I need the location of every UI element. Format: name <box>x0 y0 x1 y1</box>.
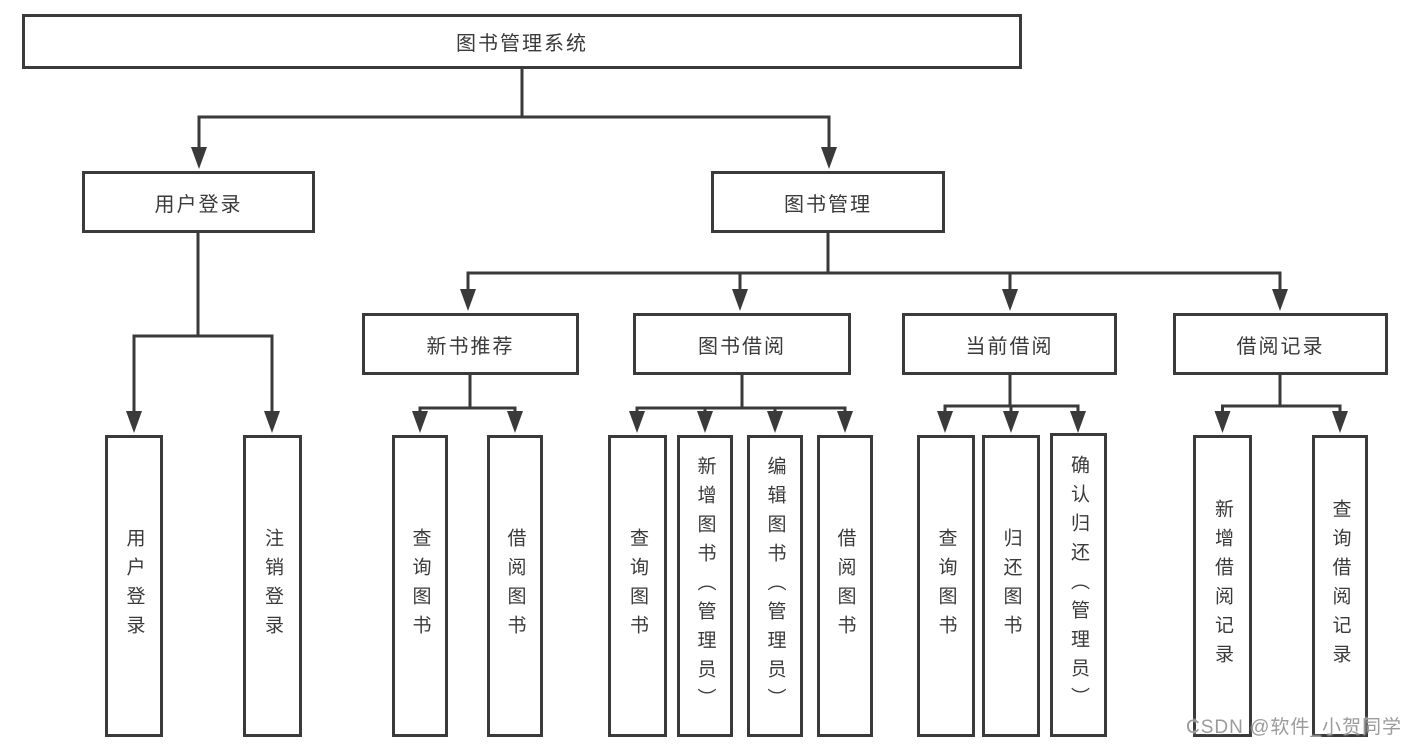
leaf-query-borrow-record: 查询借阅记录 <box>1312 435 1368 737</box>
leaf-add-borrow-record: 新增借阅记录 <box>1193 435 1252 737</box>
leaf-borrow-books-borrowing: 借阅图书 <box>817 435 873 737</box>
arrowhead <box>264 411 280 433</box>
node-label: 借阅图书 <box>834 528 856 644</box>
leaf-query-books-borrowing: 查询图书 <box>608 435 667 737</box>
node-label: 图书借阅 <box>698 335 786 358</box>
node-label: 新增图书（管理员） <box>694 455 716 717</box>
leaf-query-books-recommend: 查询图书 <box>392 435 448 737</box>
node-borrowing-records: 借阅记录 <box>1173 313 1388 375</box>
arrowhead <box>1272 289 1288 311</box>
node-label: 编辑图书（管理员） <box>764 455 786 717</box>
node-label: 新增借阅记录 <box>1212 499 1233 673</box>
node-user-login-branch: 用户登录 <box>82 171 315 233</box>
arrowhead <box>1070 411 1086 433</box>
csdn-watermark: CSDN @软件_小贺同学 <box>1186 717 1402 738</box>
node-current-borrowing: 当前借阅 <box>902 313 1117 375</box>
node-label: 查询借阅记录 <box>1329 499 1351 673</box>
node-book-management: 图书管理 <box>711 171 945 233</box>
node-label: 查询图书 <box>935 528 957 644</box>
node-label: 归还图书 <box>1000 528 1022 644</box>
arrowhead <box>1332 411 1348 433</box>
node-label: 用户登录 <box>154 193 243 216</box>
leaf-add-book-admin: 新增图书（管理员） <box>677 435 733 737</box>
connector-book-borrowing-to-leaves <box>629 375 853 433</box>
connector-current-borrowing-to-leaves <box>937 375 1086 433</box>
arrowhead <box>629 411 645 433</box>
arrowhead <box>697 411 713 433</box>
leaf-confirm-return-admin: 确认归还（管理员） <box>1050 433 1107 737</box>
node-root: 图书管理系统 <box>22 14 1022 69</box>
leaf-user-login: 用户登录 <box>105 435 163 737</box>
arrowhead <box>837 411 853 433</box>
leaf-query-books-current: 查询图书 <box>917 435 975 737</box>
arrowhead <box>191 147 207 169</box>
arrowhead <box>1003 411 1019 433</box>
node-label: 确认归还（管理员） <box>1068 454 1089 716</box>
leaf-return-books: 归还图书 <box>982 435 1040 737</box>
connector-book-management-to-modules <box>460 233 1288 311</box>
connector-new-book-recommend-to-leaves <box>412 375 523 433</box>
node-new-book-recommend: 新书推荐 <box>362 313 579 375</box>
leaf-borrow-books-recommend: 借阅图书 <box>487 435 543 737</box>
arrowhead <box>126 411 142 433</box>
arrowhead <box>732 289 748 311</box>
arrowhead <box>1214 411 1231 433</box>
node-label: 借阅图书 <box>504 528 526 644</box>
node-label: 借阅记录 <box>1236 335 1325 358</box>
arrowhead <box>821 147 837 169</box>
connector-root-to-branches <box>191 69 837 169</box>
node-label: 图书管理系统 <box>456 33 588 55</box>
leaf-logout: 注销登录 <box>243 435 302 737</box>
node-label: 用户登录 <box>123 528 145 644</box>
node-label: 新书推荐 <box>426 335 515 358</box>
arrowhead <box>507 411 523 433</box>
node-label: 查询图书 <box>409 528 431 644</box>
node-label: 图书管理 <box>784 193 872 216</box>
connector-user-login-to-leaves <box>126 233 280 433</box>
arrowhead <box>412 411 428 433</box>
arrowhead <box>937 411 953 433</box>
arrowhead <box>1002 289 1018 311</box>
node-label: 注销登录 <box>262 528 283 644</box>
connector-borrowing-records-to-leaves <box>1214 375 1348 433</box>
leaf-edit-book-admin: 编辑图书（管理员） <box>747 435 803 737</box>
node-label: 查询图书 <box>627 528 648 644</box>
arrowhead <box>460 289 476 311</box>
node-label: 当前借阅 <box>965 335 1054 358</box>
node-book-borrowing: 图书借阅 <box>633 313 851 375</box>
arrowhead <box>767 411 783 433</box>
